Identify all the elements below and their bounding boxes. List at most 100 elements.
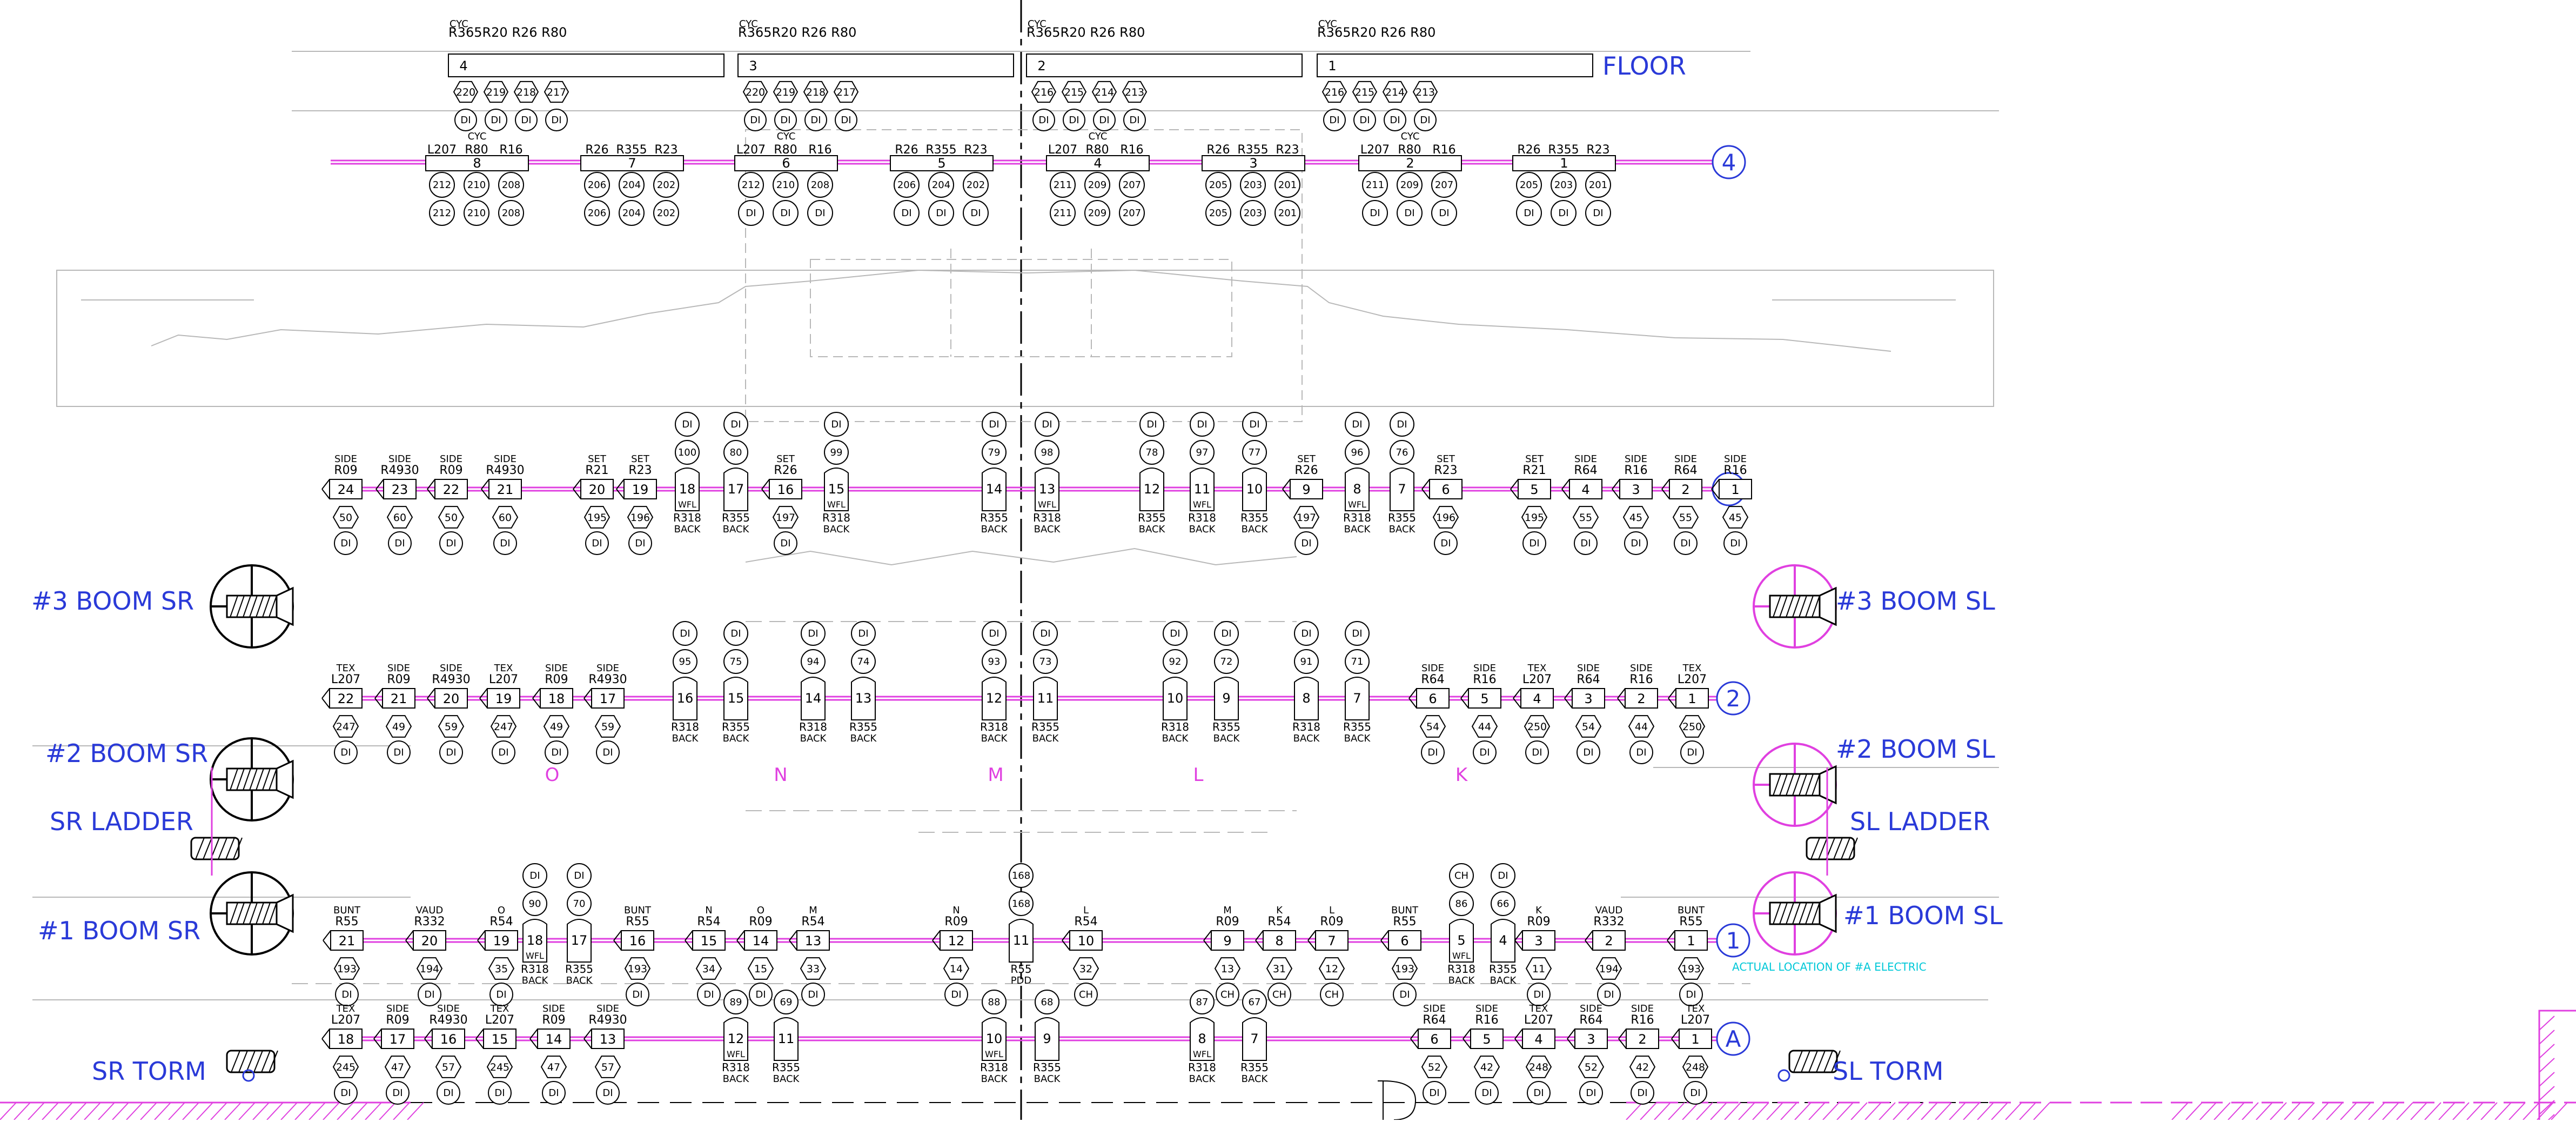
electric1-backlight-body — [1009, 919, 1034, 963]
electric3-dimmer-circle — [334, 531, 358, 555]
electric1-circuit-hex — [800, 957, 827, 980]
sr-torm-fixture-hatch — [238, 1050, 248, 1073]
floor-dimmer: DI — [810, 115, 821, 126]
pipe-tag-electric1: 1 — [1726, 927, 1741, 954]
electric1-unit-number: 4 — [1499, 933, 1507, 948]
electric3-top-circle: DI — [989, 419, 999, 430]
edge-hatch — [1850, 1102, 1868, 1120]
electric3-circuit: 45 — [1629, 512, 1642, 524]
electric2-unit-number: 18 — [548, 691, 565, 706]
electricA-unit-type: SIDE — [437, 1003, 460, 1014]
electric2-top-circle-circle — [801, 649, 826, 674]
electricA-unit-lens — [475, 1038, 484, 1049]
e4-circuit: 201 — [1278, 179, 1297, 191]
electricA-unit-type: SIDE — [542, 1003, 565, 1014]
electric3-unit-number: 22 — [443, 482, 460, 497]
electric3-unit-number: 8 — [1353, 482, 1361, 497]
boom2-sr-hatch — [243, 768, 251, 791]
floor-circuit: 213 — [1125, 86, 1144, 98]
electric3-unit-gel: R64 — [1574, 464, 1597, 477]
electric2-unit-type: SIDE — [1577, 663, 1600, 674]
electric3-unit-type: SIDE — [1574, 453, 1597, 465]
boom2-sl-hatch — [1773, 773, 1781, 796]
electric1-unit-number: 11 — [1013, 933, 1030, 948]
electric3-circuit: 197 — [1297, 512, 1316, 524]
floor-dimmer: DI — [1038, 115, 1049, 126]
electric3-unit-body — [1669, 479, 1702, 499]
electric2-circuit: 49 — [550, 721, 563, 733]
boom3-sr-hatch — [262, 595, 271, 618]
electric1-unit-number: 3 — [1534, 933, 1542, 949]
floor-circuit: 217 — [547, 86, 566, 98]
edge-hatch — [140, 1102, 157, 1120]
electric1-unit-lens — [1307, 930, 1316, 941]
electric2-dimmer-circle — [1577, 740, 1600, 764]
e4-unit-body — [890, 155, 994, 171]
electric2-unit-body — [382, 688, 415, 709]
electric1-circuit: 13 — [1221, 963, 1234, 975]
floor-unit-gel: R365R20 R26 R80 — [1027, 25, 1145, 40]
electric3-unit-number: 4 — [1581, 482, 1589, 497]
e4-dimmer: DI — [815, 208, 825, 219]
boom2-sl-fixture-icon — [1769, 765, 1837, 805]
electric1-dimmer: CH — [1220, 989, 1235, 1000]
electric1-dimmer: CH — [1079, 989, 1093, 1000]
electric3-top-circle: 97 — [1196, 447, 1209, 458]
boom1-sr-hatch — [243, 902, 251, 925]
sl-torm-fixture-hatch — [1808, 1050, 1818, 1073]
electric2-dimmer: DI — [340, 747, 351, 758]
electric3-unit-lens — [616, 489, 625, 499]
electricA-dimmer: DI — [1690, 1087, 1700, 1099]
electric1-unit-type: BUNT — [1678, 905, 1705, 916]
e4-dimmer: DI — [901, 208, 911, 219]
e4-dimmer-circle — [464, 200, 489, 226]
electric3-dimmer: DI — [446, 538, 456, 549]
electric1-dimmer: DI — [341, 989, 352, 1000]
electricA-unit-sub: BACK — [1189, 1073, 1216, 1085]
zone-letter: N — [774, 764, 787, 786]
e4-circuit: 203 — [1554, 179, 1573, 191]
wall-hatch — [2539, 1072, 2555, 1087]
electricA-unit-number: 12 — [728, 1031, 744, 1046]
e4-cyc-label: CYC — [1089, 131, 1108, 142]
e4-dimmer: 203 — [1244, 208, 1262, 219]
electricA-unit-body — [1626, 1028, 1659, 1049]
edge-hatch — [1935, 1102, 1952, 1120]
electricA-circuit-hex — [332, 1056, 359, 1078]
electric3-top-circle-circle — [824, 440, 849, 465]
edge-hatch — [1780, 1102, 1797, 1120]
electric3-top-circle-circle — [1390, 440, 1414, 465]
electricA-unit-lens — [1410, 1038, 1419, 1049]
electric1-dimmer-circle — [418, 983, 441, 1006]
electricA-unit-gel: R64 — [1423, 1013, 1446, 1027]
electric3-unit-number: 10 — [1246, 482, 1263, 497]
zone-letter: M — [988, 764, 1003, 786]
electric3-unit-number: 19 — [632, 482, 649, 497]
electric2-top-circle: DI — [730, 628, 741, 639]
electric3-unit-gel: R16 — [1624, 464, 1647, 477]
electric3-unit-number: 7 — [1398, 482, 1406, 497]
electric2-top-circle-circle — [1294, 621, 1319, 646]
electric3-unit-type: SIDE — [1724, 453, 1747, 465]
boom1-sl-hatch — [1773, 902, 1781, 925]
e4-circuit: 211 — [1366, 179, 1384, 191]
electricA-unit-lens — [583, 1038, 592, 1049]
electric1-unit-lens — [1255, 930, 1264, 941]
wall-hatch — [2539, 1058, 2555, 1073]
electric1-top-circle: DI — [529, 870, 540, 881]
electricA-dimmer-circle — [334, 1081, 358, 1105]
floor-dimmer: DI — [1069, 115, 1079, 126]
edge-hatch — [2326, 1102, 2343, 1120]
e4-circuit-circle — [429, 172, 455, 198]
electricA-unit-gel: R355 — [1033, 1061, 1061, 1074]
electricA-dimmer-circle — [1683, 1081, 1707, 1105]
electric2-top-circle-circle — [723, 649, 748, 674]
electric3-backlight-body — [1242, 468, 1267, 511]
electric3-unit-body — [623, 479, 657, 499]
electric1-unit-gel: R55 — [1010, 963, 1031, 976]
electric1-dimmer-circle — [335, 983, 359, 1006]
edge-hatch — [84, 1102, 101, 1120]
e4-dimmer-circle — [1551, 200, 1577, 226]
electric2-dimmer: DI — [393, 747, 404, 758]
floor-dimmer: DI — [1099, 115, 1109, 126]
